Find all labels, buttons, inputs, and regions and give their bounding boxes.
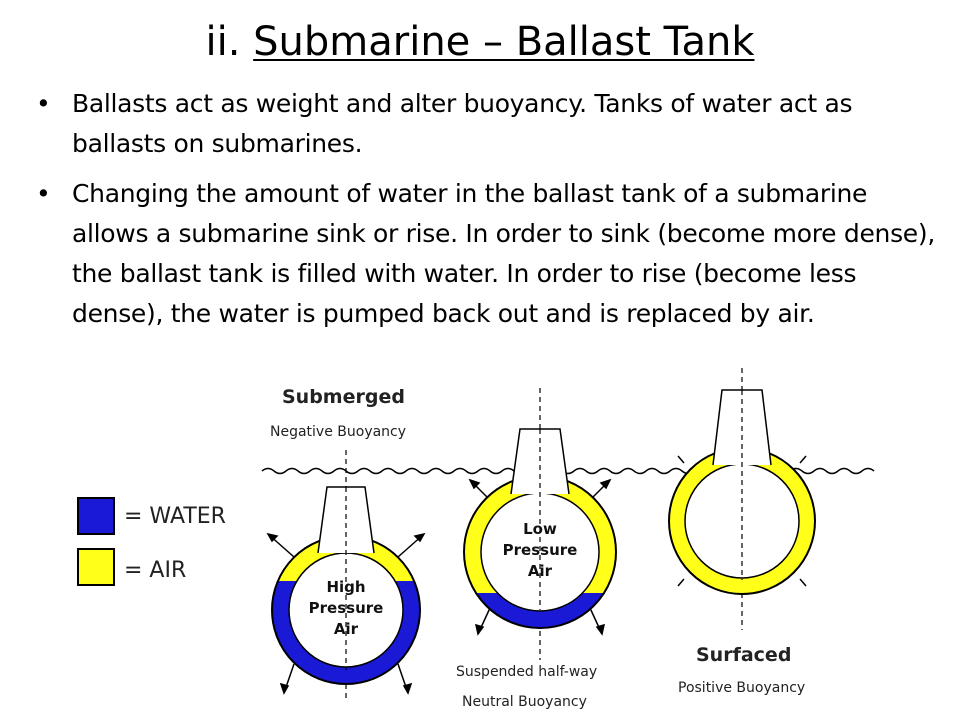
bullet-text: Ballasts act as weight and alter buoyanc… <box>72 89 853 158</box>
stage-suspended: Low Pressure Air Suspended half-way Neut… <box>456 388 617 710</box>
title-prefix: ii. <box>205 19 254 65</box>
tank-label-line: Pressure <box>309 599 384 617</box>
tank-label-line: High <box>326 578 365 596</box>
tank-hull <box>481 493 599 611</box>
vent-arrows <box>468 478 612 636</box>
stage-subheading: Negative Buoyancy <box>270 424 406 440</box>
bullet-dot: • <box>36 179 51 208</box>
stage-submerged: Submerged Negative Buoyancy High Pressur… <box>266 386 426 700</box>
stage-heading: Surfaced <box>696 644 791 666</box>
vent-valves <box>677 455 807 587</box>
legend-water-swatch <box>77 497 115 535</box>
tank-hull <box>289 553 403 667</box>
title-main: Submarine – Ballast Tank <box>253 19 755 65</box>
bullet-dot: • <box>36 89 51 118</box>
bullet-item: • Changing the amount of water in the bal… <box>36 174 936 334</box>
tank-label-line: Low <box>523 520 557 538</box>
legend-air-swatch <box>77 548 115 586</box>
legend-water-label: = WATER <box>124 504 226 529</box>
tank-label-line: Pressure <box>503 541 578 559</box>
stage-heading: Suspended half-way <box>456 664 597 680</box>
stage-heading: Submerged <box>282 386 405 408</box>
stage-subheading: Neutral Buoyancy <box>462 694 587 710</box>
slide-title: ii. Submarine – Ballast Tank <box>0 14 960 70</box>
vent-arrows <box>266 532 426 695</box>
stage-surfaced: Surfaced Positive Buoyancy <box>668 368 816 696</box>
bullet-text: Changing the amount of water in the ball… <box>72 179 935 328</box>
legend: = WATER = AIR <box>77 497 226 586</box>
ballast-tank-diagram: = WATER = AIR Submerged Negative Buoyanc… <box>77 368 875 710</box>
tank-label-line: Air <box>334 620 359 638</box>
stage-subheading: Positive Buoyancy <box>678 680 805 696</box>
legend-air-label: = AIR <box>124 558 186 583</box>
bullet-item: • Ballasts act as weight and alter buoyan… <box>36 84 936 164</box>
tank-label-line: Air <box>528 562 553 580</box>
bullet-list: • Ballasts act as weight and alter buoyan… <box>36 84 936 344</box>
